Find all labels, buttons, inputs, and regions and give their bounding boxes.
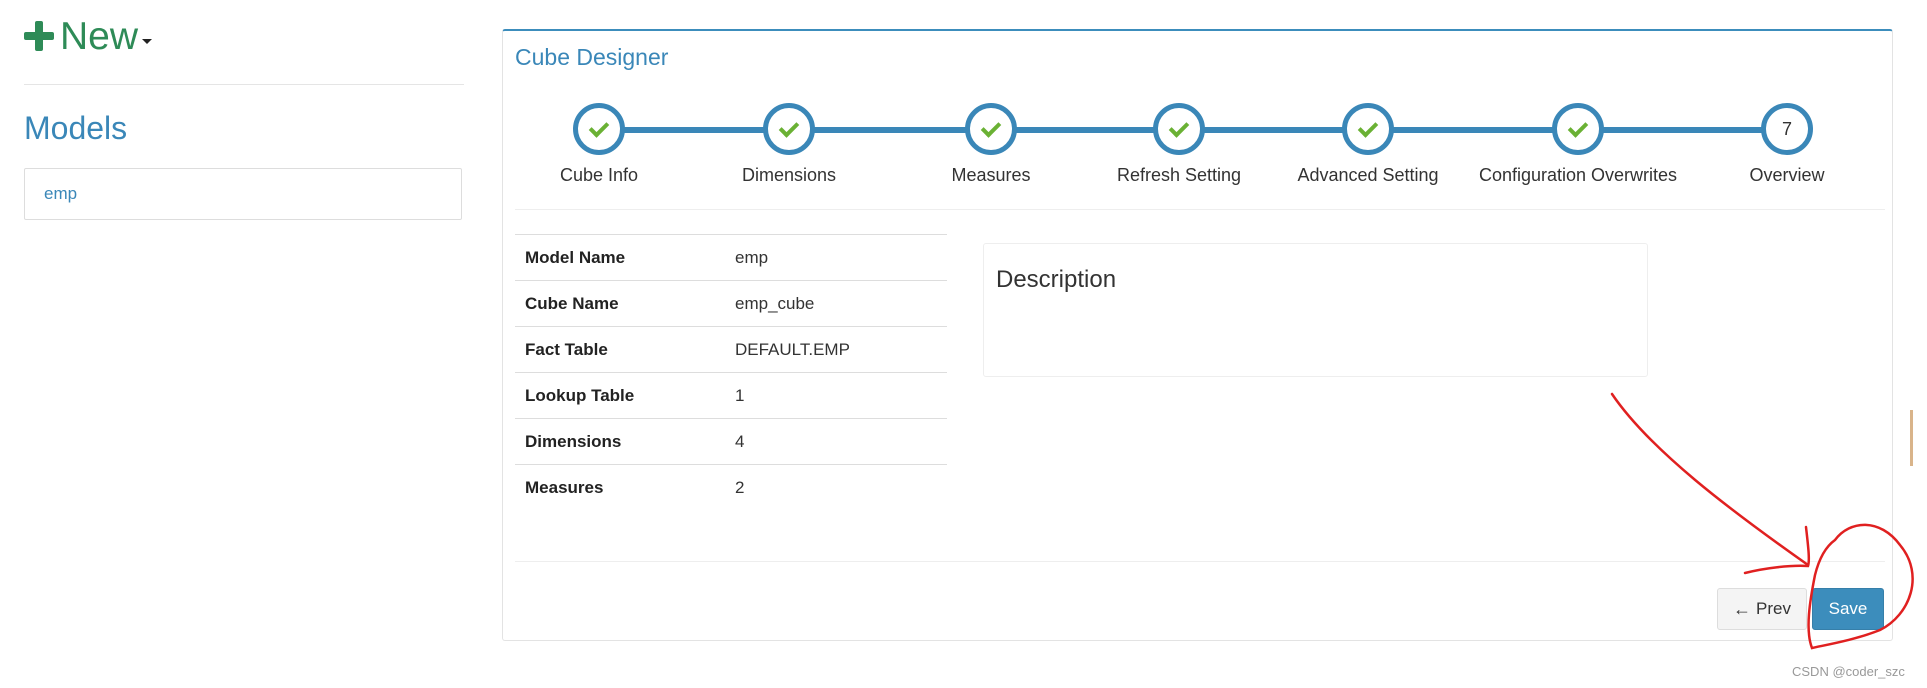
summary-value: emp_cube — [735, 293, 815, 313]
new-label: New — [60, 14, 139, 58]
summary-value: 2 — [735, 477, 745, 497]
check-icon — [980, 116, 1002, 138]
watermark: CSDN @coder_szc — [1792, 664, 1905, 679]
check-icon — [1567, 116, 1589, 138]
description-title: Description — [996, 266, 1117, 293]
step-label: Cube Info — [559, 165, 639, 185]
summary-key: Lookup Table — [525, 385, 635, 405]
summary-value: emp — [735, 247, 769, 267]
step-label: Dimensions — [741, 165, 837, 185]
table-row: Fact Table DEFAULT.EMP — [515, 326, 947, 373]
step-configuration-overwrites[interactable]: Configuration Overwrites — [1448, 103, 1708, 186]
step-circle — [573, 103, 625, 155]
caret-down-icon — [142, 38, 153, 44]
table-row: Cube Name emp_cube — [515, 280, 947, 327]
summary-value: 1 — [735, 385, 745, 405]
step-circle — [763, 103, 815, 155]
step-advanced-setting[interactable]: Advanced Setting — [1238, 103, 1498, 186]
description-box: Description — [983, 243, 1648, 377]
step-circle — [1153, 103, 1205, 155]
summary-value: 4 — [735, 431, 745, 451]
new-button[interactable]: New — [24, 14, 153, 58]
step-label: Measures — [951, 165, 1031, 185]
footer-divider — [515, 561, 1885, 562]
check-icon — [778, 116, 800, 138]
table-row: Measures 2 — [515, 464, 947, 511]
step-circle — [1552, 103, 1604, 155]
step-circle — [965, 103, 1017, 155]
wizard-steps: Cube Info Dimensions Measures Refresh Se… — [503, 31, 1892, 211]
summary-key: Cube Name — [525, 293, 619, 313]
step-label: Configuration Overwrites — [1478, 165, 1678, 185]
summary-key: Fact Table — [525, 339, 608, 359]
cube-designer-panel: Cube Designer Cube Info Dimensions Measu… — [502, 29, 1893, 641]
table-row: Model Name emp — [515, 234, 947, 281]
summary-key: Measures — [525, 477, 604, 497]
check-icon — [1357, 116, 1379, 138]
sidebar-divider — [24, 84, 464, 85]
step-refresh-setting[interactable]: Refresh Setting — [1049, 103, 1309, 186]
summary-key: Dimensions — [525, 431, 622, 451]
step-label: Advanced Setting — [1297, 165, 1439, 185]
save-label: Save — [1828, 599, 1868, 618]
step-dimensions[interactable]: Dimensions — [659, 103, 919, 186]
panel-title: Cube Designer — [515, 44, 669, 70]
scroll-handle[interactable] — [1910, 410, 1913, 466]
prev-button[interactable]: ← Prev — [1717, 588, 1807, 630]
check-icon — [1168, 116, 1190, 138]
wizard-divider — [515, 209, 1885, 210]
step-measures[interactable]: Measures — [861, 103, 1121, 186]
step-number: 7 — [1781, 118, 1792, 139]
arrow-left-icon: ← — [1733, 598, 1752, 619]
model-list: emp — [24, 168, 462, 220]
models-heading: Models — [24, 110, 128, 146]
table-row: Dimensions 4 — [515, 418, 947, 465]
check-icon — [588, 116, 610, 138]
step-circle — [1342, 103, 1394, 155]
table-row: Lookup Table 1 — [515, 372, 947, 419]
step-cube-info[interactable]: Cube Info — [469, 103, 729, 186]
model-item-emp[interactable]: emp — [44, 184, 78, 203]
step-label: Overview — [1749, 165, 1825, 185]
step-circle: 7 — [1761, 103, 1813, 155]
step-overview[interactable]: 7 Overview — [1657, 103, 1917, 186]
cube-summary-table: Model Name emp Cube Name emp_cube Fact T… — [515, 234, 947, 511]
step-label: Refresh Setting — [1116, 165, 1242, 185]
prev-label: Prev — [1756, 599, 1791, 618]
summary-value: DEFAULT.EMP — [735, 339, 850, 359]
summary-key: Model Name — [525, 247, 626, 267]
plus-icon — [24, 21, 54, 51]
save-button[interactable]: Save — [1812, 588, 1884, 630]
